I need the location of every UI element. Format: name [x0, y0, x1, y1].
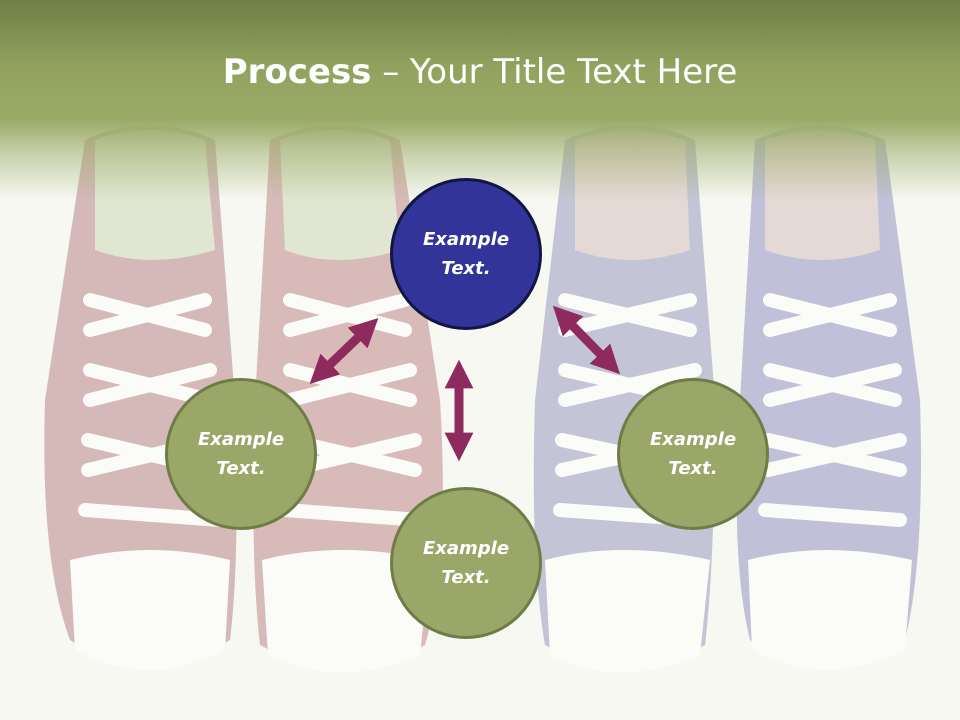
node-left-line2: Text. [216, 458, 266, 479]
node-bottom-line2: Text. [441, 567, 491, 588]
node-bottom-line1: Example [422, 538, 510, 559]
node-bottom-circle: Example Text. [390, 487, 542, 639]
node-left-circle: Example Text. [165, 378, 317, 530]
node-right-line1: Example [649, 429, 737, 450]
title-bold-part: Process [222, 52, 372, 92]
node-top-circle: Example Text. [390, 178, 542, 330]
title-rest-part: – Your Title Text Here [371, 52, 738, 92]
arrow-top-right [552, 305, 621, 375]
node-right-circle: Example Text. [617, 378, 769, 530]
title-band [0, 0, 960, 200]
node-left-line1: Example [197, 429, 285, 450]
arrow-top-left [309, 318, 379, 384]
slide-title: Process – Your Title Text Here [0, 52, 960, 92]
node-top-line2: Text. [441, 258, 491, 279]
node-top-line1: Example [422, 229, 510, 250]
node-right-line2: Text. [668, 458, 718, 479]
